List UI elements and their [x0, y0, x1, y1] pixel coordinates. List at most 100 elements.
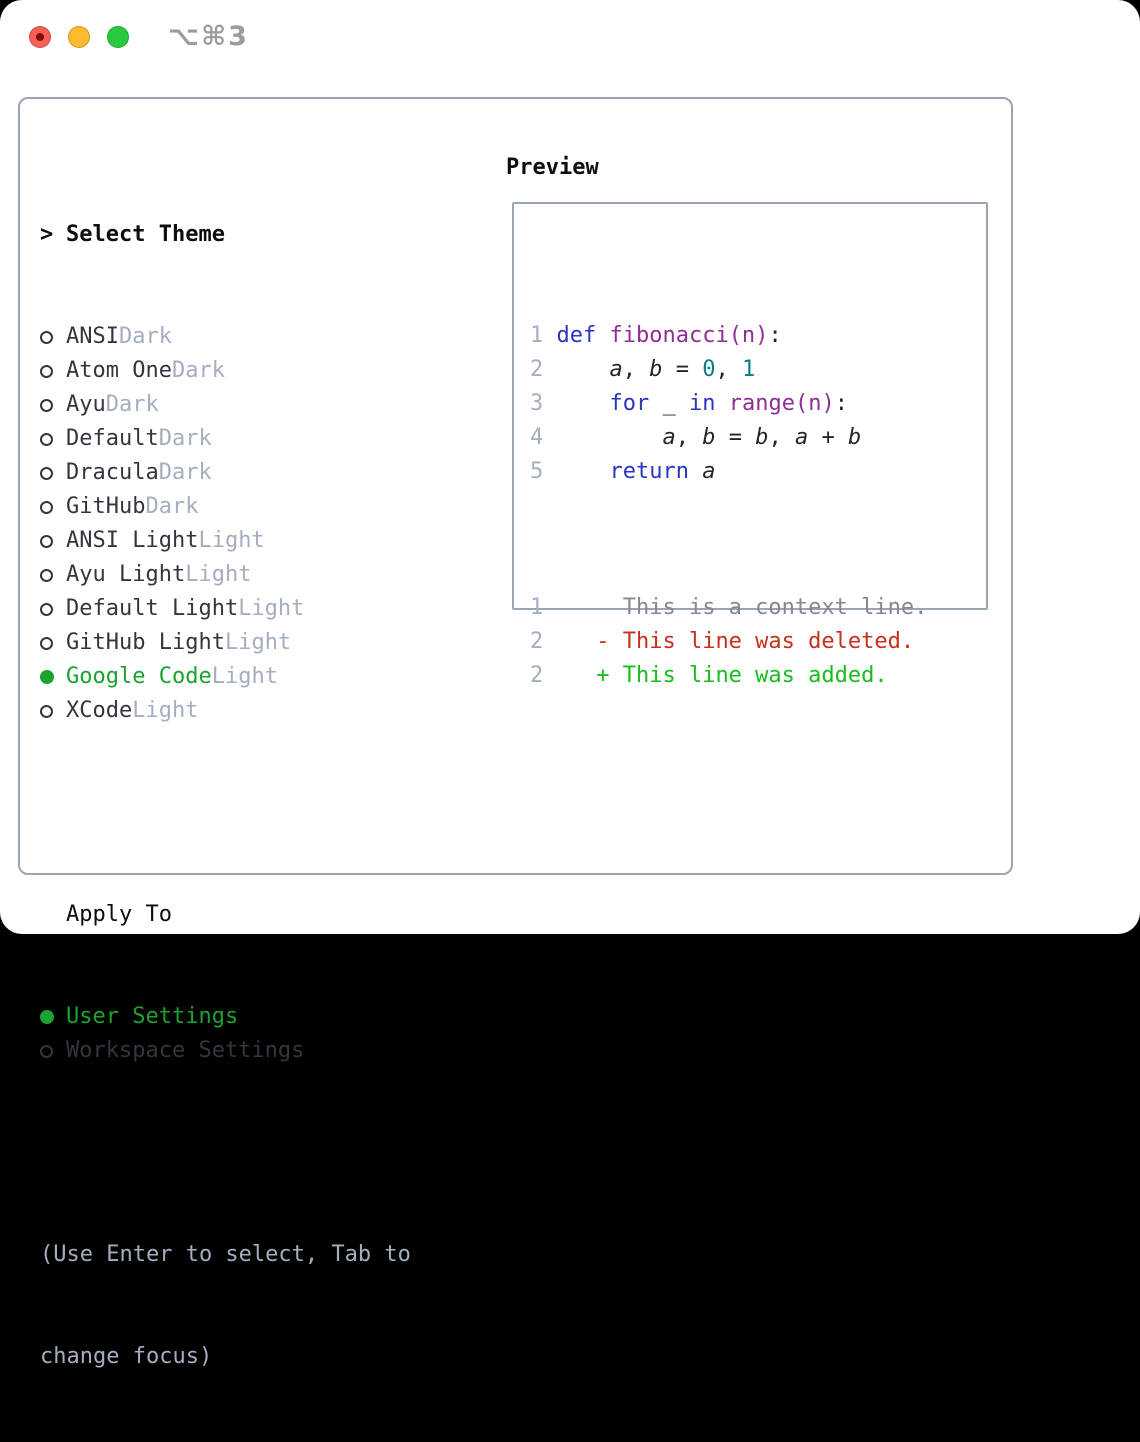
radio-circle [40, 398, 53, 412]
theme-option[interactable]: Ayu Light Light [40, 558, 411, 592]
code-token: a [662, 425, 676, 450]
radio-circle [40, 602, 53, 616]
theme-option[interactable]: Ayu Dark [40, 388, 411, 422]
line-number: 4 [530, 425, 557, 450]
diff-line: 1 This is a context line. [530, 591, 986, 625]
code-line: 1 def fibonacci(n): [530, 319, 986, 353]
apply-to-option[interactable]: User Settings [40, 1000, 411, 1034]
code-token: = [715, 425, 756, 450]
code-token: _ [649, 391, 689, 416]
select-theme-header: >Select Theme [40, 218, 411, 252]
theme-option[interactable]: Dracula Dark [40, 456, 411, 490]
code-token [689, 459, 702, 484]
code-token: , [768, 425, 795, 450]
radio-icon [40, 330, 66, 344]
code-token: in [688, 391, 716, 416]
minimize-button[interactable] [68, 26, 90, 48]
radio-icon [40, 568, 66, 582]
code-token: , [675, 425, 703, 450]
theme-option-name: Default Light [66, 596, 239, 621]
line-number: 2 [530, 629, 557, 654]
code-line: 4 a, b = b, a + b [530, 421, 986, 455]
code-token: = [662, 357, 703, 382]
theme-option-name: Default [66, 426, 159, 451]
code-token: 0 [702, 357, 716, 382]
radio-circle [40, 364, 53, 378]
code-token: return [609, 459, 689, 484]
theme-variant-tag: Dark [145, 494, 199, 519]
theme-option-name: ANSI [66, 324, 119, 349]
radio-icon [40, 466, 66, 480]
code-token: a [609, 357, 623, 382]
code-token: a [794, 425, 809, 450]
radio-icon [40, 534, 66, 548]
line-number: 2 [530, 357, 557, 382]
diff-line: 2 + This line was added. [530, 659, 986, 693]
select-theme-label: Select Theme [66, 222, 225, 247]
theme-option-name: GitHub [66, 494, 146, 519]
theme-variant-tag: Light [132, 698, 199, 723]
close-button[interactable] [29, 26, 51, 48]
theme-option[interactable]: ANSI Light Light [40, 524, 411, 558]
theme-option-name: Atom One [66, 358, 172, 383]
theme-option[interactable]: GitHub Dark [40, 490, 411, 524]
radio-circle [40, 330, 53, 344]
line-number: 5 [530, 459, 557, 484]
theme-variant-tag: Dark [158, 426, 212, 451]
radio-circle [40, 432, 53, 446]
diff-text: This is a context line. [556, 595, 928, 620]
line-number: 1 [530, 323, 557, 348]
diff-text: + This line was added. [556, 663, 888, 688]
theme-variant-tag: Light [211, 664, 278, 689]
theme-variant-tag: Dark [171, 358, 225, 383]
line-number: 1 [530, 595, 557, 620]
theme-option[interactable]: Default Dark [40, 422, 411, 456]
diff-line: 2 - This line was deleted. [530, 625, 986, 659]
code-token: b [649, 357, 663, 382]
diff-text: - This line was deleted. [556, 629, 915, 654]
theme-option-name: ANSI Light [66, 528, 199, 553]
code-line: 5 return a [530, 455, 986, 489]
theme-variant-tag: Dark [105, 392, 159, 417]
code-token: : [768, 323, 782, 348]
radio-selected-icon [40, 1010, 66, 1024]
radio-circle [40, 534, 53, 548]
apply-to-option-name: User Settings [66, 1004, 239, 1029]
code-line: 3 for _ in range(n): [530, 387, 986, 421]
spacer [40, 1136, 411, 1170]
apply-to-header: Apply To [40, 898, 411, 932]
radio-circle [40, 636, 53, 650]
line-number: 2 [530, 663, 557, 688]
line-number: 3 [530, 391, 557, 416]
theme-option-name: Ayu [66, 392, 106, 417]
zoom-button[interactable] [107, 26, 129, 48]
radio-icon [40, 1044, 66, 1058]
radio-circle [40, 704, 53, 718]
window-title: ⌥⌘3 [168, 21, 249, 52]
theme-option-name: Dracula [66, 460, 159, 485]
code-token: : [834, 391, 848, 416]
theme-option[interactable]: Atom One Dark [40, 354, 411, 388]
code-line: 2 a, b = 0, 1 [530, 353, 986, 387]
theme-option-name: XCode [66, 698, 133, 723]
theme-option[interactable]: Google Code Light [40, 660, 411, 694]
spacer [40, 796, 411, 830]
apply-to-option[interactable]: Workspace Settings [40, 1034, 411, 1068]
radio-icon [40, 398, 66, 412]
theme-option-name: Google Code [66, 664, 212, 689]
theme-option[interactable]: ANSI Dark [40, 320, 411, 354]
theme-option[interactable]: Default Light Light [40, 592, 411, 626]
code-token [557, 357, 610, 382]
code-token: 1 [741, 357, 756, 382]
radio-icon [40, 432, 66, 446]
theme-option[interactable]: XCode Light [40, 694, 411, 728]
code-token: b [755, 425, 769, 450]
theme-option[interactable]: GitHub Light Light [40, 626, 411, 660]
